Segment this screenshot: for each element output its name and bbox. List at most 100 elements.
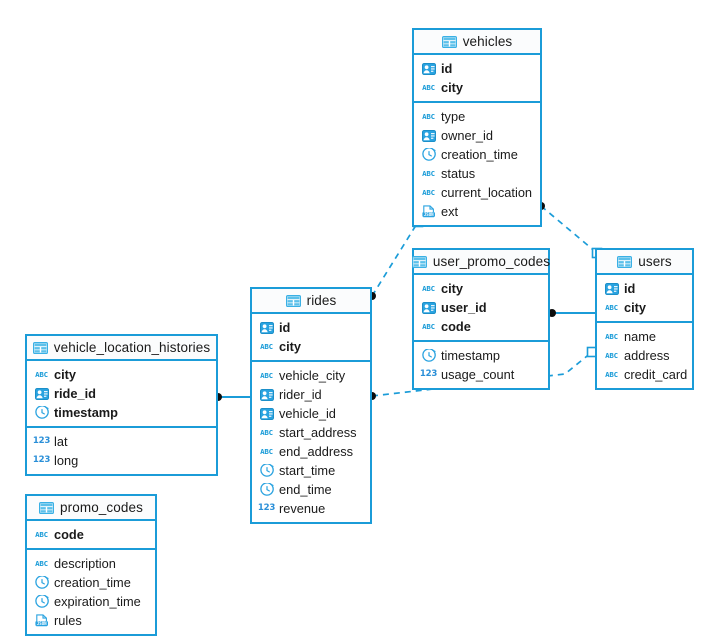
field-row-rider_id[interactable]: rider_id xyxy=(252,385,370,404)
field-name: usage_count xyxy=(441,367,515,382)
field-row-expiration_time[interactable]: expiration_time xyxy=(27,592,155,611)
field-row-city[interactable]: ABC city xyxy=(414,279,548,298)
table-header-user_promo_codes[interactable]: user_promo_codes xyxy=(411,250,551,275)
table-header-users[interactable]: users xyxy=(597,250,692,275)
field-name: credit_card xyxy=(624,367,688,382)
field-name: user_id xyxy=(441,300,487,315)
clock-icon xyxy=(34,595,49,608)
123-icon: 123 xyxy=(32,455,51,466)
table-icon xyxy=(617,255,633,268)
abc-icon: ABC xyxy=(35,369,48,379)
field-name: owner_id xyxy=(441,128,493,143)
clock-icon xyxy=(421,148,436,161)
table-title: promo_codes xyxy=(60,500,143,515)
field-row-city[interactable]: ABC city xyxy=(27,365,216,384)
field-name: city xyxy=(441,281,464,296)
key-badge-icon xyxy=(421,62,436,75)
json-icon: JSON xyxy=(421,205,436,218)
table-header-promo_codes[interactable]: promo_codes xyxy=(27,496,155,521)
field-row-timestamp[interactable]: timestamp xyxy=(414,346,548,365)
field-row-user_id[interactable]: user_id xyxy=(414,298,548,317)
field-row-creation_time[interactable]: creation_time xyxy=(27,573,155,592)
field-row-end_time[interactable]: end_time xyxy=(252,480,370,499)
field-name: code xyxy=(54,527,84,542)
field-row-vehicle_id[interactable]: vehicle_id xyxy=(252,404,370,423)
abc-icon: ABC xyxy=(605,331,618,341)
field-name: start_time xyxy=(279,463,336,478)
field-name: creation_time xyxy=(441,147,518,162)
field-name: ext xyxy=(441,204,459,219)
table-header-vehicles[interactable]: vehicles xyxy=(414,30,540,55)
field-name: city xyxy=(54,367,77,382)
field-row-id[interactable]: id xyxy=(252,318,370,337)
table-title: rides xyxy=(306,293,337,308)
field-row-id[interactable]: id xyxy=(597,279,692,298)
abc-icon: ABC xyxy=(35,558,48,568)
field-row-timestamp[interactable]: timestamp xyxy=(27,403,216,422)
clock-icon xyxy=(259,483,274,496)
relationship-user_promo_codes-to-users[interactable] xyxy=(548,309,595,317)
abc-icon: ABC xyxy=(422,187,435,197)
clock-icon xyxy=(421,349,436,362)
table-title: user_promo_codes xyxy=(432,254,551,269)
field-row-creation_time[interactable]: creation_time xyxy=(414,145,540,164)
abc-icon: ABC xyxy=(422,283,435,293)
clock-icon xyxy=(259,464,274,477)
key-badge-icon xyxy=(34,387,49,400)
table-header-rides[interactable]: rides xyxy=(252,289,370,314)
field-row-id[interactable]: id xyxy=(414,59,540,78)
abc-icon: ABC xyxy=(422,168,435,178)
abc-icon: ABC xyxy=(605,369,618,379)
field-name: vehicle_city xyxy=(279,368,346,383)
table-header-vehicle_location_histories[interactable]: vehicle_location_histories xyxy=(27,336,216,361)
field-row-credit_card[interactable]: ABC credit_card xyxy=(597,365,692,384)
field-row-ride_id[interactable]: ride_id xyxy=(27,384,216,403)
field-name: id xyxy=(624,281,636,296)
field-row-owner_id[interactable]: owner_id xyxy=(414,126,540,145)
field-name: end_address xyxy=(279,444,353,459)
relationship-vehicle_location_histories-to-rides[interactable] xyxy=(214,393,250,401)
field-name: rider_id xyxy=(279,387,322,402)
field-row-ext[interactable]: JSON ext xyxy=(414,202,540,221)
table-title: vehicles xyxy=(462,34,513,49)
field-row-start_time[interactable]: start_time xyxy=(252,461,370,480)
field-name: revenue xyxy=(279,501,326,516)
relationship-line xyxy=(540,205,598,254)
table-icon xyxy=(32,341,48,354)
